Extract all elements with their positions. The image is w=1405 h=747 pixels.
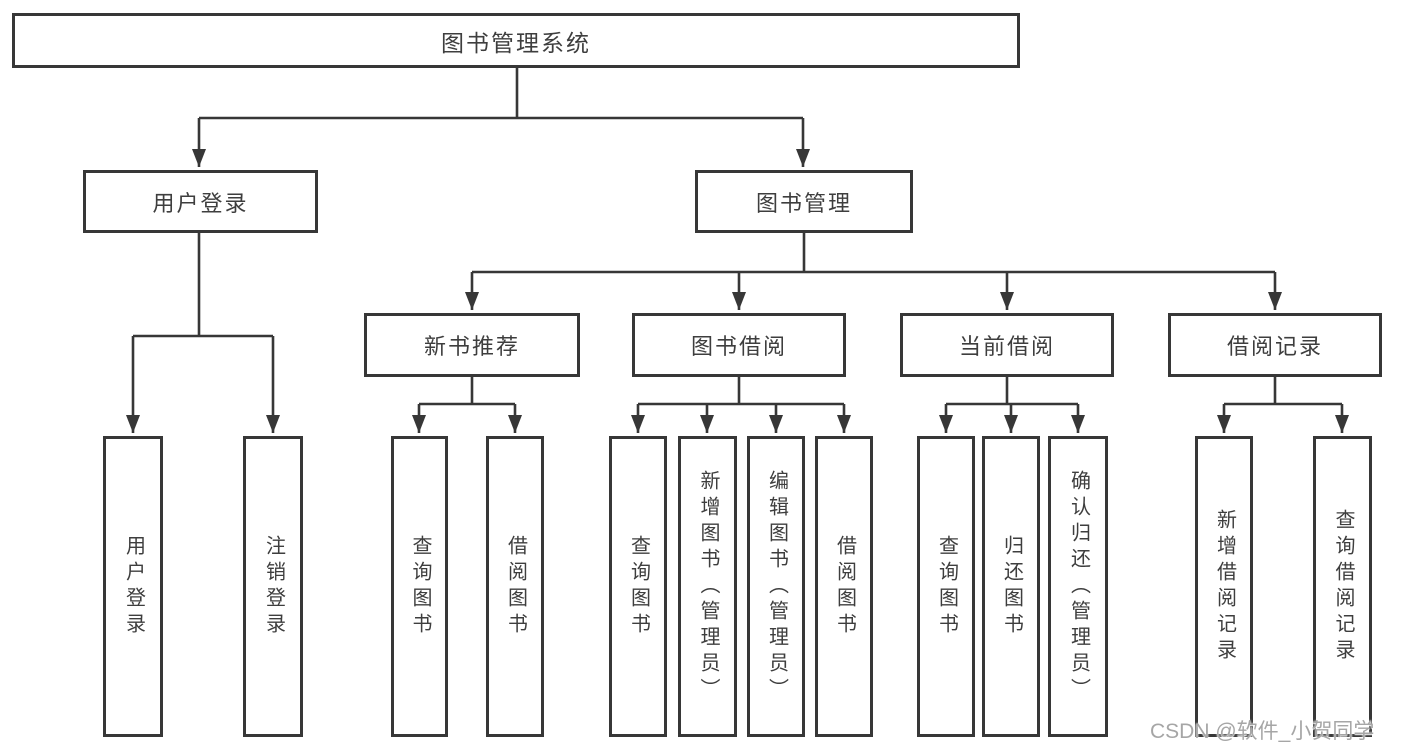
leaf-query-books-3: 查询图书 [917, 436, 975, 737]
leaf-label: 注销登录 [262, 534, 285, 639]
leaf-label: 查询图书 [627, 534, 650, 639]
leaf-query-borrow-record: 查询借阅记录 [1313, 436, 1372, 737]
node-label: 借阅记录 [1226, 334, 1323, 359]
leaf-logout: 注销登录 [243, 436, 303, 737]
node-label: 图书管理系统 [441, 29, 591, 56]
node-borrowing-records: 借阅记录 [1168, 313, 1382, 377]
leaf-label: 借阅图书 [833, 534, 856, 639]
leaf-add-borrow-record: 新增借阅记录 [1195, 436, 1253, 737]
node-new-book-recommend: 新书推荐 [364, 313, 580, 377]
leaf-label: 查询图书 [935, 534, 958, 639]
leaf-label: 编辑图书（管理员） [765, 469, 788, 704]
leaf-label: 借阅图书 [504, 534, 527, 639]
node-label: 图书借阅 [690, 334, 787, 359]
node-book-management: 图书管理 [695, 170, 913, 233]
node-current-borrowing: 当前借阅 [900, 313, 1114, 377]
node-label: 当前借阅 [958, 334, 1055, 359]
node-label: 用户登录 [152, 190, 249, 216]
leaf-return-books: 归还图书 [982, 436, 1040, 737]
leaf-borrow-books-2: 借阅图书 [815, 436, 873, 737]
leaf-user-login: 用户登录 [103, 436, 163, 737]
leaf-query-books-1: 查询图书 [391, 436, 448, 737]
leaf-borrow-books-1: 借阅图书 [486, 436, 544, 737]
leaf-label: 确认归还（管理员） [1067, 469, 1090, 704]
leaf-query-books-2: 查询图书 [609, 436, 667, 737]
node-library-system: 图书管理系统 [12, 13, 1020, 68]
leaf-label: 查询借阅记录 [1332, 508, 1354, 665]
csdn-watermark: CSDN @软件_小贺同学 [1150, 720, 1375, 743]
leaf-add-book-admin: 新增图书（管理员） [678, 436, 737, 737]
node-label: 新书推荐 [423, 334, 520, 359]
node-label: 图书管理 [755, 190, 852, 216]
leaf-label: 新增图书（管理员） [697, 469, 719, 704]
leaf-confirm-return-admin: 确认归还（管理员） [1048, 436, 1108, 737]
leaf-label: 新增借阅记录 [1213, 508, 1236, 665]
node-user-login: 用户登录 [83, 170, 318, 233]
leaf-label: 用户登录 [122, 534, 145, 639]
leaf-label: 查询图书 [409, 534, 431, 639]
leaf-edit-book-admin: 编辑图书（管理员） [747, 436, 805, 737]
node-book-borrowing: 图书借阅 [632, 313, 846, 377]
leaf-label: 归还图书 [1000, 534, 1023, 639]
